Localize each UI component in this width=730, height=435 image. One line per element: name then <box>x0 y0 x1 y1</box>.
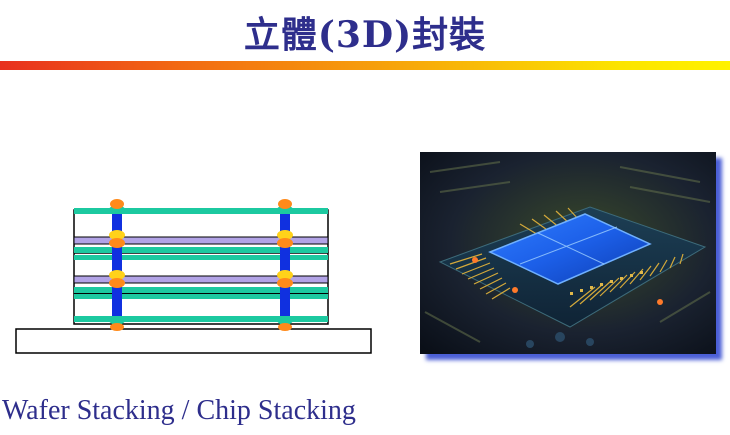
bump-left-6 <box>110 323 124 331</box>
bump-right-2 <box>277 230 293 240</box>
bump-right-6 <box>278 323 292 331</box>
silicon-die <box>488 213 652 285</box>
title-divider-rule <box>0 61 730 70</box>
via-cap-left-top <box>102 206 132 214</box>
bump-left-3 <box>109 238 125 248</box>
interposer-band-1 <box>73 236 329 245</box>
bump-right-3 <box>277 238 293 248</box>
metal-layer-2 <box>74 247 328 253</box>
chip-package-photo <box>420 152 716 354</box>
via-cap-right-top <box>270 206 300 214</box>
bump-left-1 <box>110 199 124 209</box>
base-substrate <box>15 328 372 354</box>
metal-layer-4 <box>74 287 328 293</box>
chip-photo-frame <box>420 152 716 354</box>
metal-layer-5 <box>74 294 328 299</box>
metal-layer-3 <box>74 255 328 260</box>
through-via-right <box>280 210 290 322</box>
slide-title: 立體(3D)封裝 <box>243 14 487 56</box>
via-cap-right-bottom <box>270 316 300 324</box>
bond-pads <box>570 271 643 295</box>
through-via-left <box>112 210 122 322</box>
bump-left-4 <box>109 270 125 280</box>
stacking-diagram <box>15 199 372 354</box>
bump-left-5 <box>109 278 125 288</box>
metal-layer-6 <box>74 316 328 322</box>
via-cap-left-bottom <box>102 316 132 324</box>
bump-left-2 <box>109 230 125 240</box>
slide-caption: Wafer Stacking / Chip Stacking <box>2 395 356 426</box>
metal-layer-1 <box>74 208 328 214</box>
interposer-band-2 <box>73 275 329 284</box>
bump-right-5 <box>277 278 293 288</box>
bump-right-4 <box>277 270 293 280</box>
bump-right-1 <box>278 199 292 209</box>
